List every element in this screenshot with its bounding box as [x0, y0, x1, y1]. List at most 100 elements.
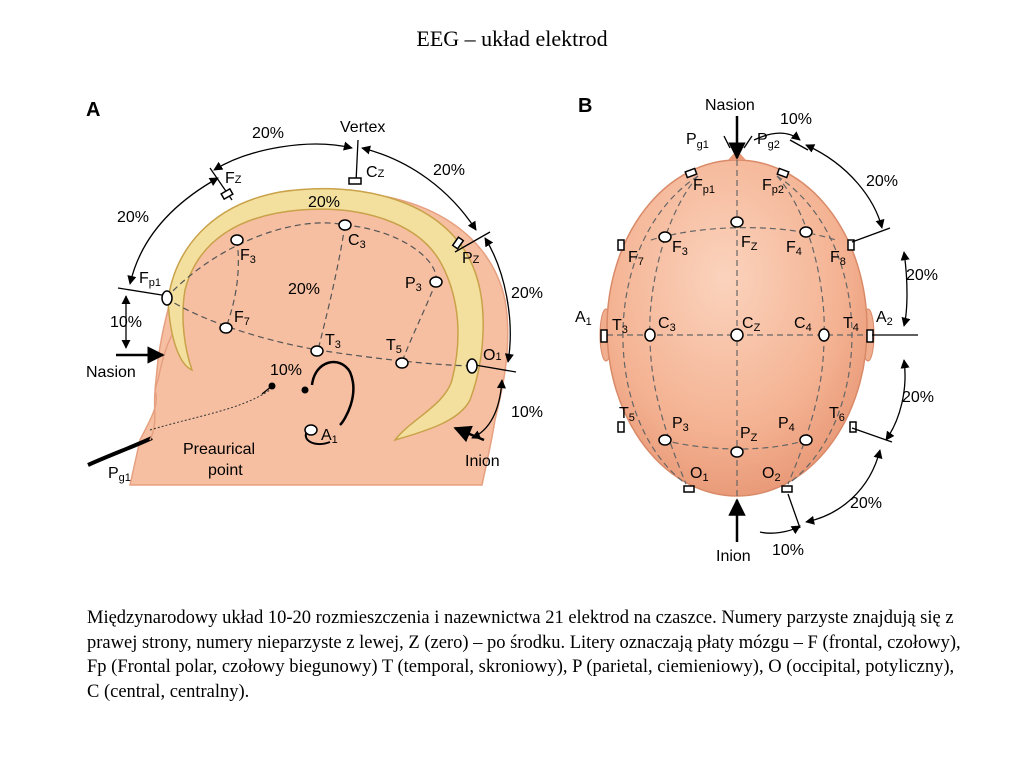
label-f7: F7	[234, 309, 250, 328]
electrode-f7	[219, 322, 233, 334]
label-pz-b: PZ	[740, 425, 758, 444]
electrode-o1-marker	[683, 485, 695, 493]
preaurical-pointer	[149, 389, 271, 431]
label-t6-b: T6	[829, 405, 845, 424]
label-f8-b: F8	[830, 249, 846, 268]
inion-arrow	[453, 425, 485, 443]
electrode-pz-marker	[451, 236, 465, 250]
label-a1: A1	[321, 427, 338, 446]
electrode-a1-marker	[600, 329, 608, 343]
label-nasion: Nasion	[86, 364, 136, 381]
electrode-fp2-marker	[776, 167, 790, 179]
label-p3-b: P3	[672, 415, 689, 434]
electrode-f3	[230, 234, 244, 246]
label-t4-b: T4	[843, 315, 859, 334]
pct-20-r1: 20%	[866, 173, 898, 190]
label-nasion-b: Nasion	[705, 97, 755, 114]
label-f3: F3	[240, 247, 256, 266]
electrode-t5	[395, 357, 409, 369]
label-p3: P3	[405, 275, 422, 294]
electrode-pz	[730, 446, 744, 458]
panel-a-letter: A	[86, 99, 100, 121]
electrode-fp1-marker	[684, 167, 698, 179]
pct-20-inner-mid: 20%	[288, 281, 320, 298]
electrode-f8-marker	[847, 239, 855, 251]
panel-b-dashed-grid	[607, 160, 867, 496]
slide-title: EEG – układ elektrod	[416, 26, 608, 51]
electrode-p4	[799, 434, 813, 446]
label-o1: O1	[483, 347, 502, 364]
electrode-a1	[304, 424, 318, 436]
label-vertex: Vertex	[340, 119, 385, 136]
pct-10-nasion: 10%	[110, 314, 142, 331]
eeg-electrode-diagram: A	[86, 95, 938, 565]
label-f3-b: F3	[672, 239, 688, 258]
pct-10-bottom-b: 10%	[772, 542, 804, 559]
label-f7-b: F7	[628, 249, 644, 268]
pct-20-r2: 20%	[906, 267, 938, 284]
label-t3-b: T3	[612, 317, 628, 336]
label-fp1-b: Fp1	[693, 177, 715, 196]
label-c3: C3	[348, 232, 366, 251]
label-o1-b: O1	[690, 465, 709, 484]
electrode-fz-marker	[220, 187, 234, 201]
pct-20-top-left: 20%	[252, 125, 284, 142]
label-c3-b: C3	[658, 315, 676, 334]
panel-a-side-view: A	[86, 99, 543, 486]
electrode-t6-marker	[849, 421, 857, 433]
label-pg2-b: Pg2	[757, 131, 780, 151]
pct-20-r4: 20%	[850, 495, 882, 512]
panel-b-measure-arcs	[753, 131, 911, 535]
electrode-t3	[310, 345, 324, 357]
slide-caption: Międzynarodowy układ 10-20 rozmieszczeni…	[87, 608, 961, 702]
pct-20-top-right: 20%	[433, 162, 465, 179]
face-profile-line	[87, 436, 153, 467]
panel-a-electrodes	[161, 177, 478, 436]
label-f4-b: F4	[786, 239, 802, 258]
pct-10-inion: 10%	[511, 404, 543, 421]
electrode-p3	[429, 276, 443, 288]
panel-b-electrodes	[600, 167, 874, 493]
label-preaurical: Preaurical	[183, 441, 255, 458]
label-a2-b: A2	[876, 309, 893, 328]
electrode-t5-marker	[617, 421, 625, 433]
electrode-fz	[730, 216, 744, 228]
pct-20-left: 20%	[117, 209, 149, 226]
label-cz: CZ	[366, 164, 385, 181]
label-fp2-b: Fp2	[762, 177, 784, 196]
electrode-p3	[658, 434, 672, 446]
electrode-f3	[658, 231, 672, 243]
panel-a-measure-arcs	[121, 141, 514, 439]
label-pg1: Pg1	[108, 465, 131, 484]
label-inion-b: Inion	[716, 548, 751, 565]
label-a1-b: A1	[575, 309, 592, 328]
label-o2-b: O2	[762, 465, 781, 484]
electrode-cz	[730, 328, 744, 342]
label-inion: Inion	[465, 453, 500, 470]
ear-outline	[310, 360, 355, 426]
panel-b-top-view: B	[575, 95, 938, 565]
electrode-f7-marker	[617, 239, 625, 251]
label-fz-b: FZ	[741, 234, 758, 253]
electrode-a2-marker	[866, 329, 874, 343]
label-fz: FZ	[225, 170, 242, 187]
label-cz-b: CZ	[742, 315, 761, 334]
panel-b-ticks	[723, 135, 918, 529]
pct-20-inner-top: 20%	[308, 194, 340, 211]
electrode-c3	[338, 219, 352, 231]
label-pg1-b: Pg1	[686, 131, 709, 151]
electrode-c4	[818, 328, 830, 342]
label-t5-b: T5	[619, 405, 635, 424]
electrode-f4	[799, 226, 813, 238]
label-fp1: Fp1	[139, 270, 161, 289]
pct-20-r3: 20%	[902, 389, 934, 406]
electrode-o2-marker	[781, 485, 793, 493]
label-p4-b: P4	[778, 415, 795, 434]
label-t5: T5	[386, 337, 402, 356]
electrode-c3	[644, 328, 656, 342]
pct-10-top-b: 10%	[780, 111, 812, 128]
electrode-o1	[466, 358, 478, 374]
label-c4-b: C4	[794, 315, 812, 334]
pct-10-ear: 10%	[270, 362, 302, 379]
electrode-fp1	[161, 290, 173, 306]
